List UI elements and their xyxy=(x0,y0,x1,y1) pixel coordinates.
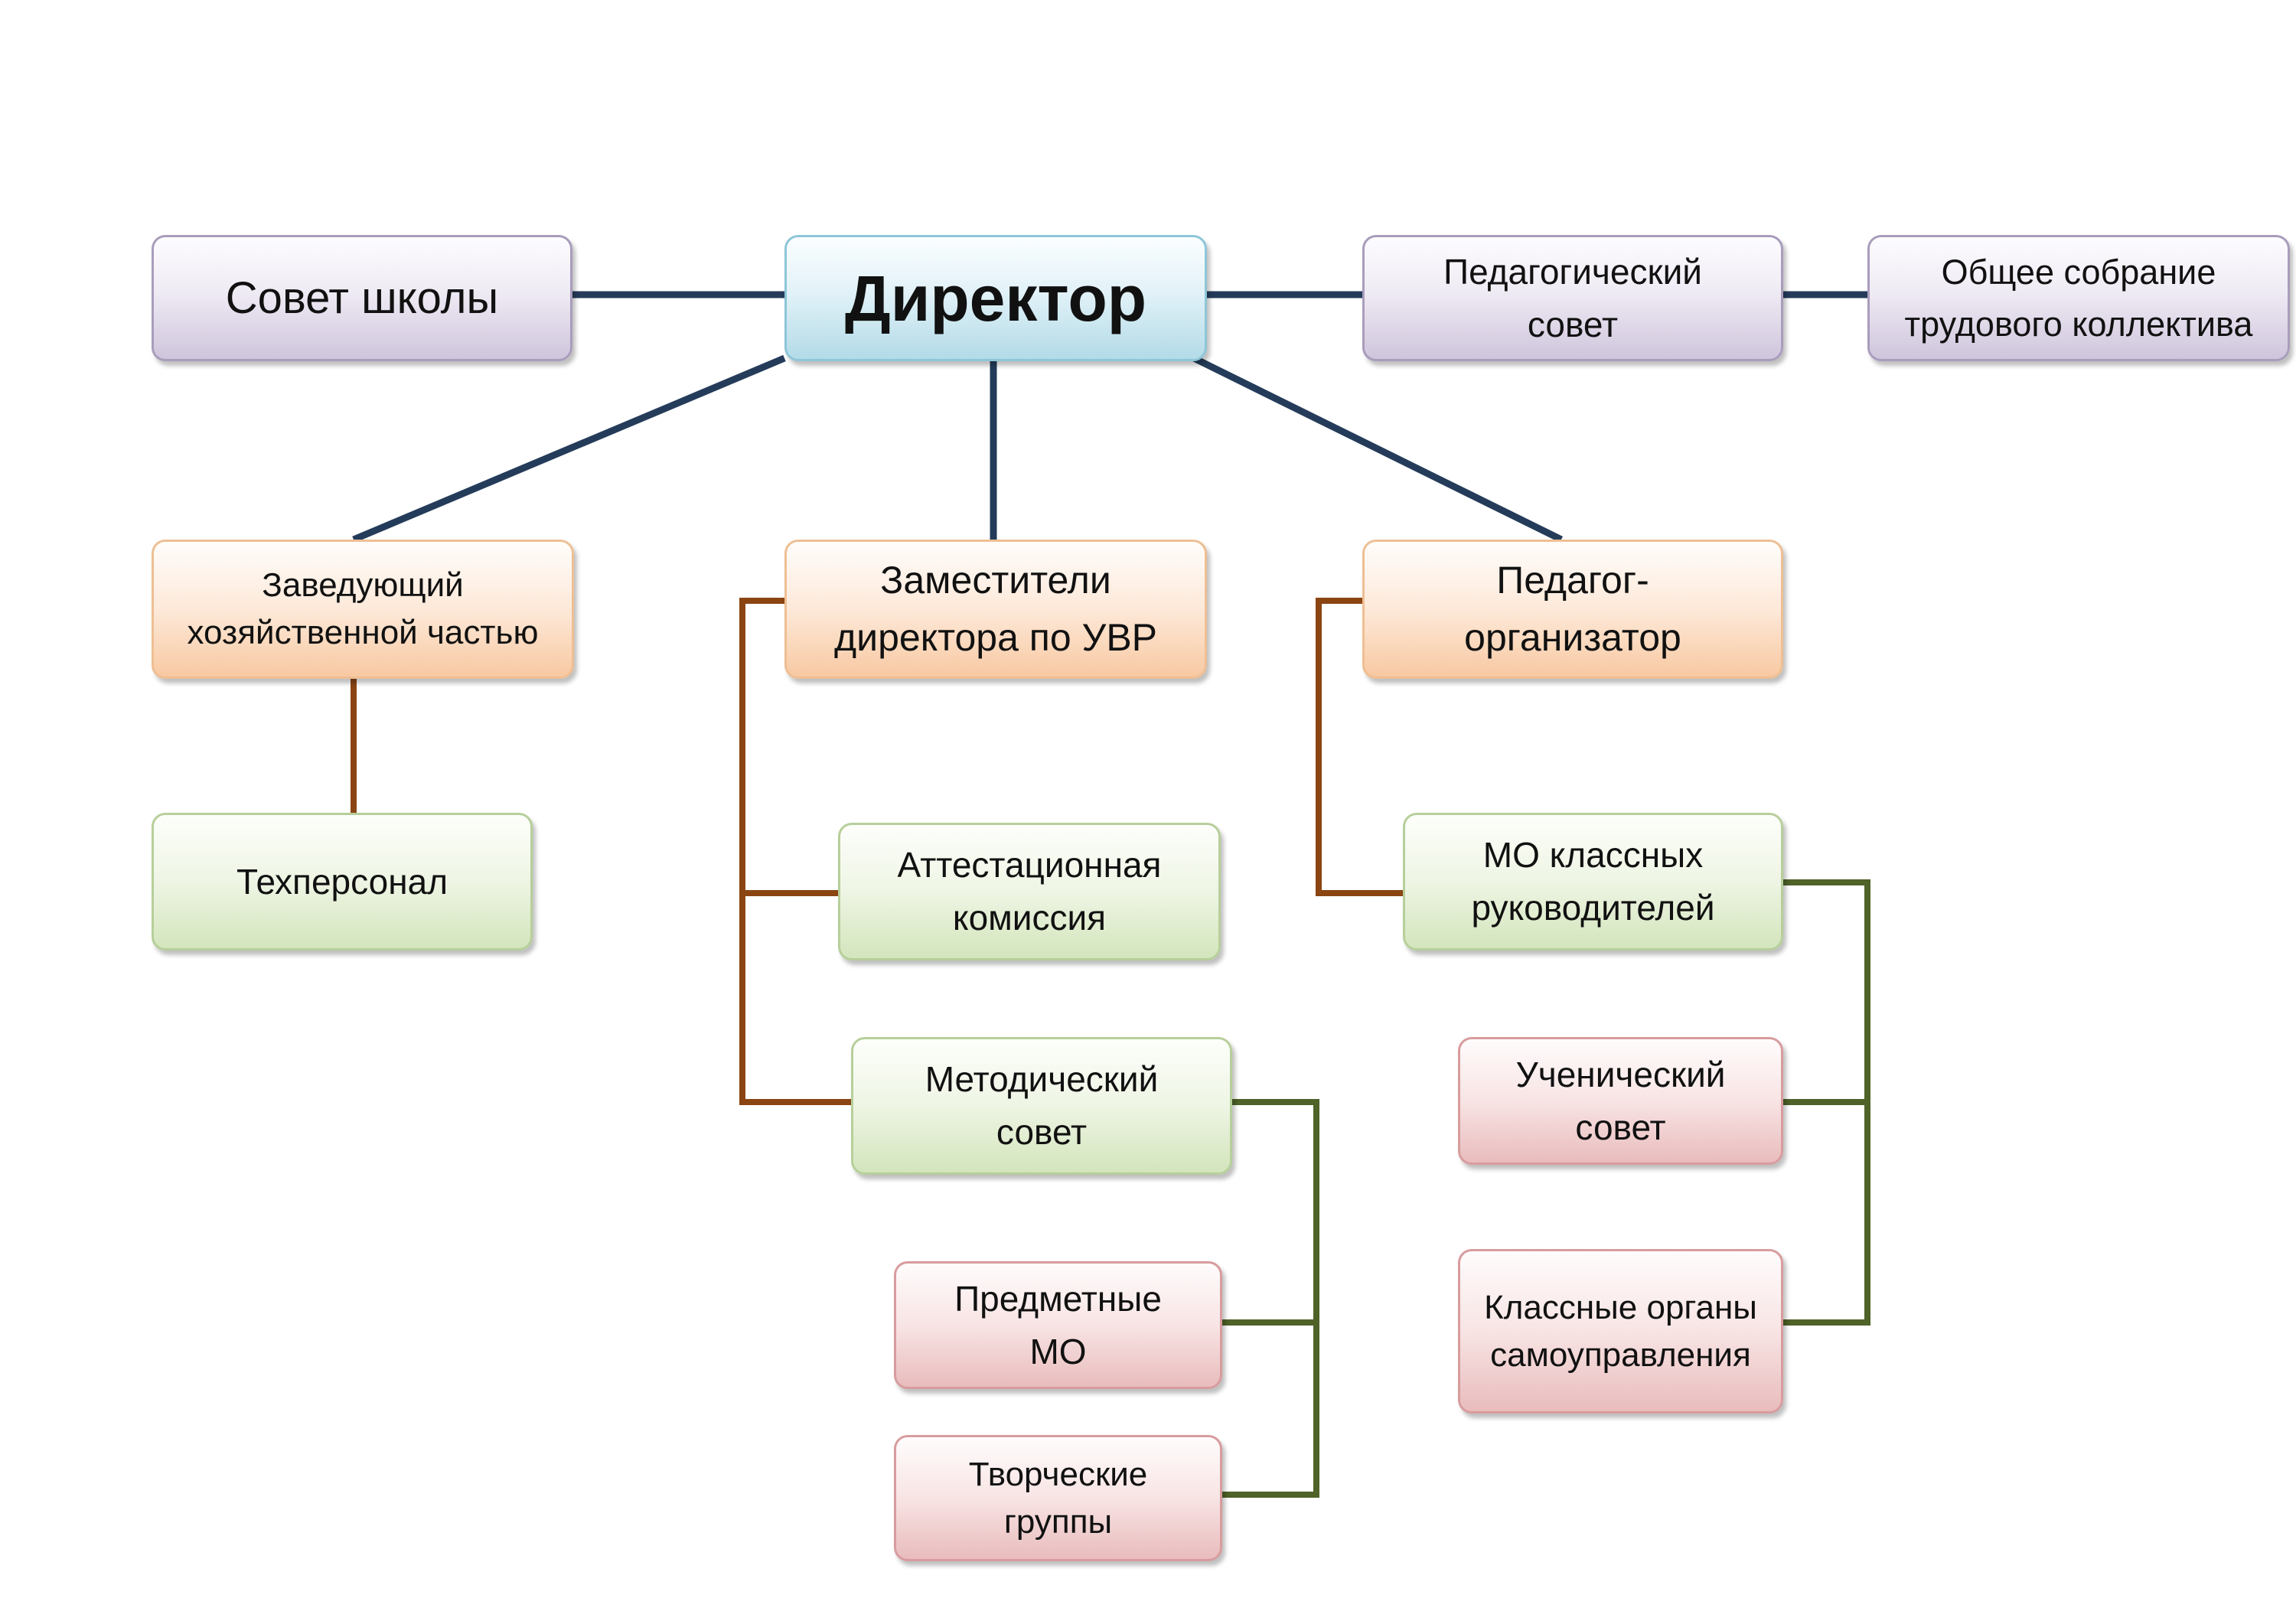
general-meeting-box: Общее собрание трудового коллектива xyxy=(1867,235,2290,361)
methodical-council-label: Методический совет xyxy=(925,1059,1159,1152)
director-box: Директор xyxy=(784,235,1207,361)
director-label: Директор xyxy=(844,262,1147,334)
subject-mo-box: Предметные МО xyxy=(894,1261,1222,1389)
creative-groups-label: Творческие группы xyxy=(968,1455,1148,1541)
attestation-commission-label: Аттестационная комиссия xyxy=(897,845,1162,938)
deputy-directors-box: Заместители директора по УВР xyxy=(784,540,1207,679)
attestation-commission-box: Аттестационная комиссия xyxy=(838,823,1221,960)
director-connectors xyxy=(352,291,1867,543)
subject-mo-label: Предметные МО xyxy=(954,1278,1162,1371)
class-teachers-mo-box: МО классных руководителей xyxy=(1403,813,1783,951)
class-self-government-box: Классные органы самоуправления xyxy=(1458,1249,1783,1414)
student-council-label: Ученический совет xyxy=(1515,1054,1726,1147)
methodical-council-box: Методический совет xyxy=(851,1037,1232,1175)
pedagogical-council-box: Педагогический совет xyxy=(1362,235,1783,361)
deputy-directors-label: Заместители директора по УВР xyxy=(833,559,1158,659)
general-meeting-label: Общее собрание трудового коллектива xyxy=(1904,253,2253,344)
tech-staff-box: Техперсонал xyxy=(152,813,533,951)
household-head-label: Заведующий хозяйственной частью xyxy=(187,566,539,651)
creative-groups-box: Творческие группы xyxy=(894,1435,1222,1561)
brown-connectors xyxy=(351,598,1403,1105)
household-head-box: Заведующий хозяйственной частью xyxy=(152,540,574,679)
tech-staff-label: Техперсонал xyxy=(236,861,448,902)
pedagogue-organizer-box: Педагог- организатор xyxy=(1362,540,1783,679)
school-council-box: Совет школы xyxy=(152,235,572,361)
student-council-box: Ученический совет xyxy=(1458,1037,1783,1165)
school-council-label: Совет школы xyxy=(225,273,499,323)
pedagogical-council-label: Педагогический совет xyxy=(1443,251,1702,344)
class-self-government-label: Классные органы самоуправления xyxy=(1484,1288,1757,1374)
class-teachers-mo-label: МО классных руководителей xyxy=(1471,835,1715,928)
pedagogue-organizer-label: Педагог- организатор xyxy=(1464,559,1681,659)
green-connectors xyxy=(1222,879,1870,1498)
